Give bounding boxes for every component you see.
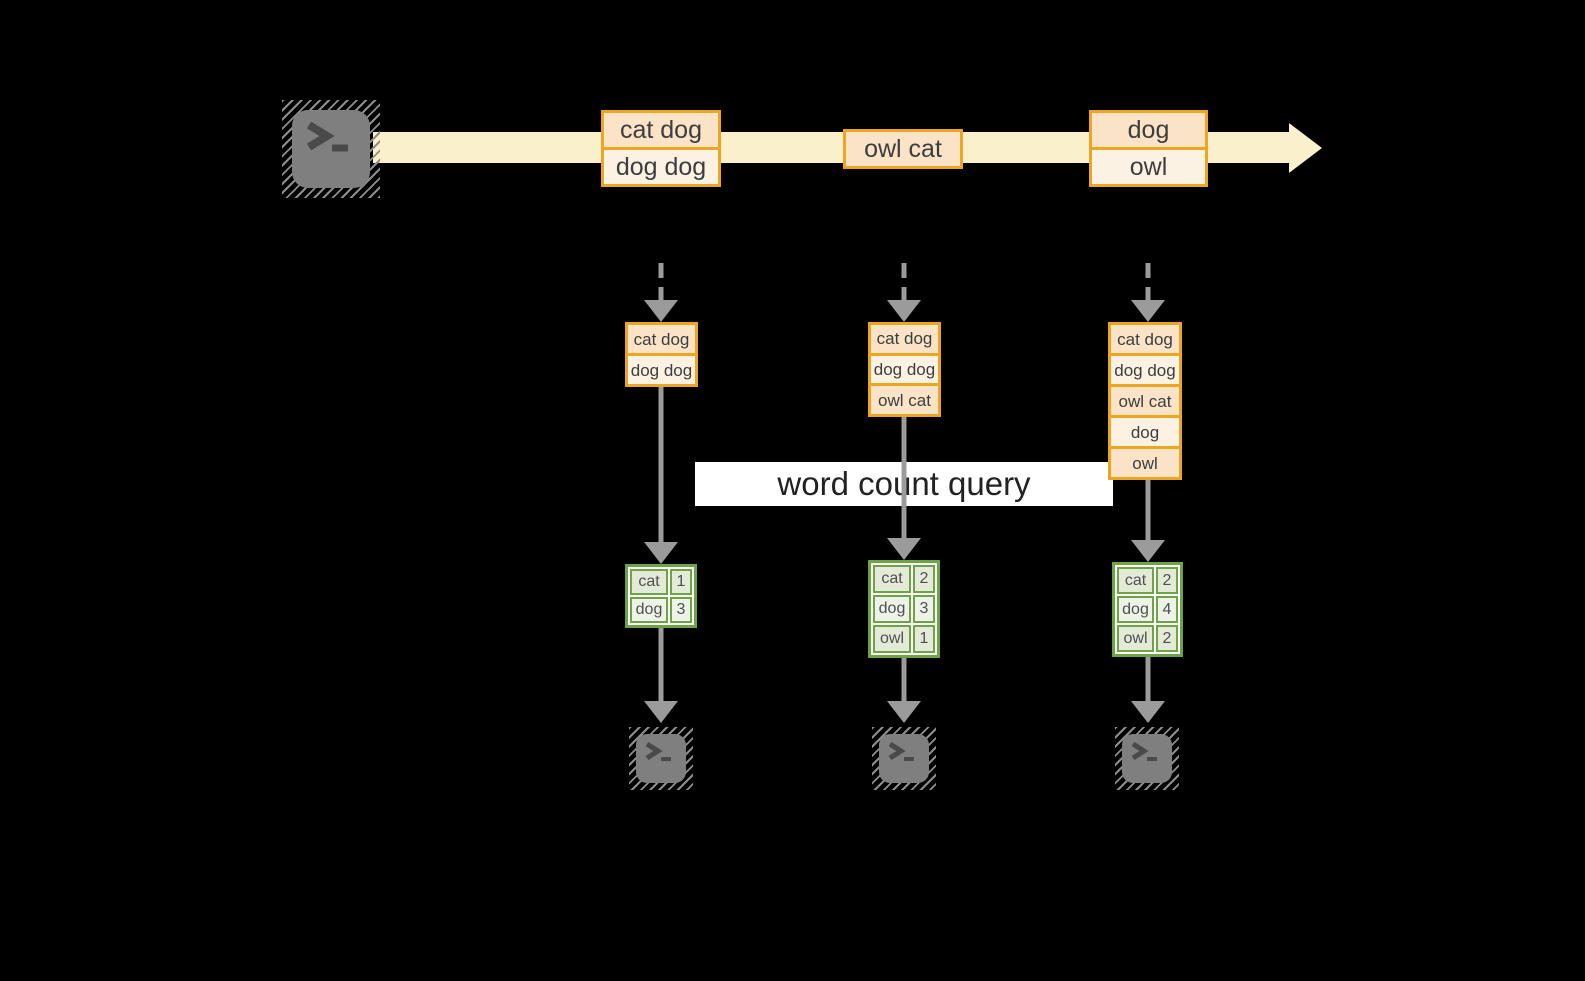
stream-arrowhead-icon bbox=[1289, 123, 1322, 173]
state-line: dog dog bbox=[1111, 353, 1179, 384]
dashed-arrow-icon bbox=[1131, 263, 1165, 322]
result-count: 2 bbox=[1156, 567, 1178, 594]
dashed-arrow-icon bbox=[644, 263, 678, 322]
terminal-prompt-icon bbox=[645, 741, 671, 761]
state-stack-1: cat dog dog dog bbox=[625, 322, 698, 387]
result-table-2: cat 2 dog 3 owl 1 bbox=[868, 560, 940, 658]
state-line: owl cat bbox=[871, 383, 938, 415]
state-line: dog dog bbox=[871, 352, 938, 384]
stream-event-batch-1: cat dog dog dog bbox=[601, 110, 721, 187]
sink-terminal-icon bbox=[872, 727, 936, 790]
result-table-1: cat 1 dog 3 bbox=[625, 564, 697, 628]
result-table-3: cat 2 dog 4 owl 2 bbox=[1112, 562, 1183, 657]
result-word: dog bbox=[630, 597, 668, 623]
result-count: 3 bbox=[913, 595, 935, 623]
state-to-result-arrow-icon bbox=[644, 387, 678, 564]
stream-event-batch-2: owl cat bbox=[843, 129, 963, 169]
terminal-prompt-icon bbox=[1131, 741, 1157, 761]
result-to-sink-arrow-icon bbox=[887, 658, 921, 723]
result-count: 3 bbox=[670, 597, 692, 623]
result-word: cat bbox=[1117, 567, 1154, 594]
state-stack-2: cat dog dog dog owl cat bbox=[868, 322, 941, 417]
state-line: cat dog bbox=[628, 325, 695, 353]
state-line: dog dog bbox=[628, 353, 695, 384]
terminal-prompt-icon bbox=[888, 741, 914, 761]
terminal-screen bbox=[1122, 734, 1172, 783]
state-line: dog bbox=[1111, 415, 1179, 446]
terminal-screen bbox=[292, 110, 370, 188]
result-word: cat bbox=[630, 569, 668, 595]
event-line: dog bbox=[1092, 113, 1205, 147]
result-to-sink-arrow-icon bbox=[1131, 657, 1165, 723]
result-to-sink-arrow-icon bbox=[644, 628, 678, 723]
sink-terminal-icon bbox=[629, 727, 693, 790]
sink-terminal-icon bbox=[1115, 727, 1179, 790]
result-count: 1 bbox=[670, 569, 692, 595]
result-word: dog bbox=[1117, 596, 1154, 623]
result-word: cat bbox=[873, 565, 911, 593]
state-line: owl bbox=[1111, 446, 1179, 477]
result-word: owl bbox=[873, 625, 911, 653]
source-terminal-icon bbox=[282, 100, 380, 198]
terminal-screen bbox=[636, 734, 686, 783]
event-line: owl bbox=[1092, 147, 1205, 184]
result-count: 1 bbox=[913, 625, 935, 653]
event-line: dog dog bbox=[604, 147, 718, 184]
state-to-result-arrow-icon bbox=[887, 417, 921, 560]
result-count: 2 bbox=[1156, 625, 1178, 652]
event-line: cat dog bbox=[604, 113, 718, 147]
terminal-prompt-icon bbox=[306, 121, 348, 152]
result-count: 2 bbox=[913, 565, 935, 593]
stream-event-batch-3: dog owl bbox=[1089, 110, 1208, 187]
terminal-screen bbox=[879, 734, 929, 783]
state-to-result-arrow-icon bbox=[1131, 480, 1165, 562]
result-word: owl bbox=[1117, 625, 1154, 652]
dashed-arrow-icon bbox=[887, 263, 921, 322]
result-count: 4 bbox=[1156, 596, 1178, 623]
state-stack-3: cat dog dog dog owl cat dog owl bbox=[1108, 322, 1182, 480]
state-line: cat dog bbox=[1111, 325, 1179, 353]
state-line: cat dog bbox=[871, 325, 938, 353]
event-line: owl cat bbox=[846, 132, 960, 166]
state-line: owl cat bbox=[1111, 384, 1179, 415]
result-word: dog bbox=[873, 595, 911, 623]
